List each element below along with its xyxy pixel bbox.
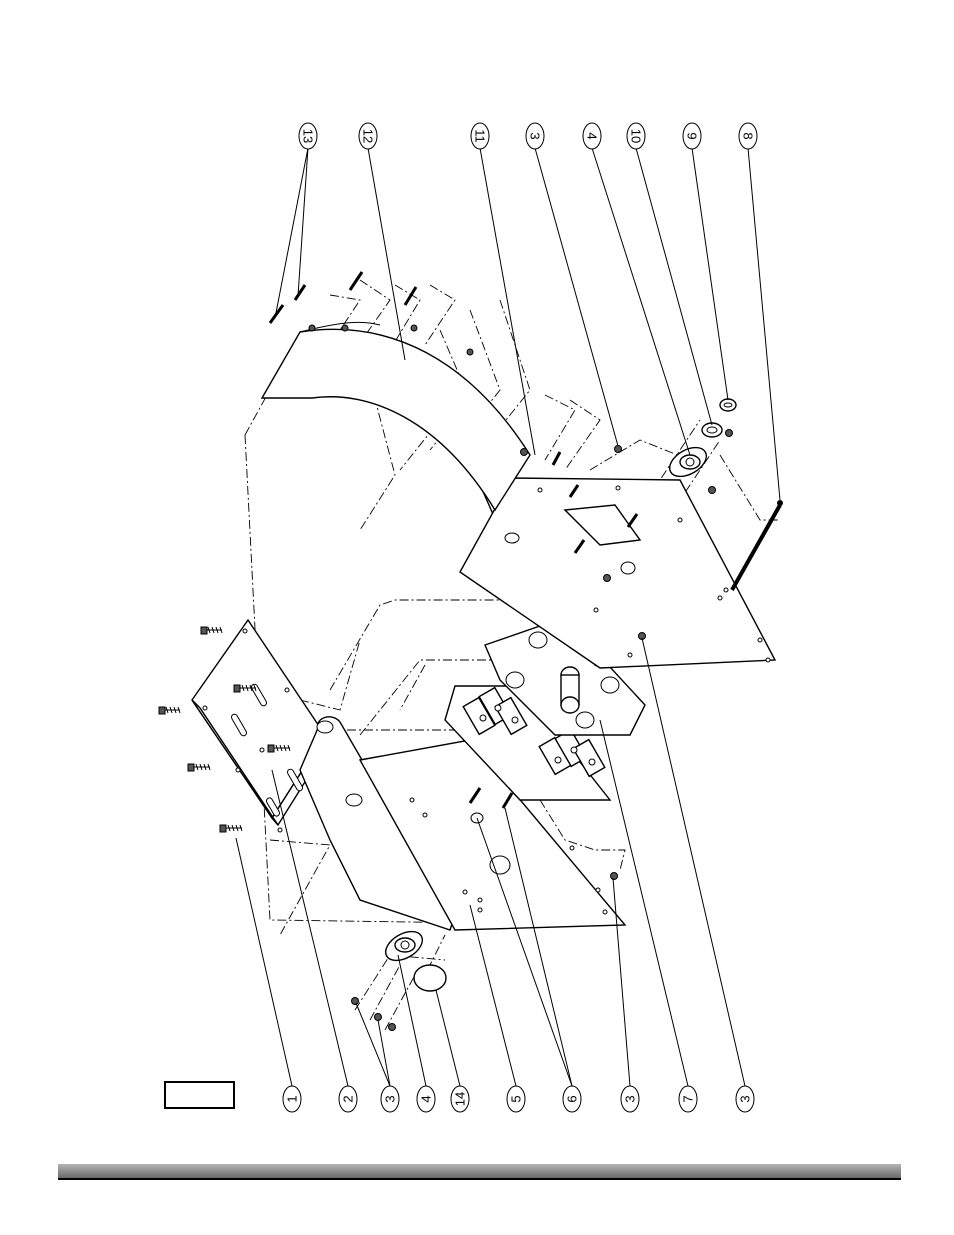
threaded-rod [732, 500, 783, 590]
callout-10: 10 [627, 123, 645, 149]
callout-3c: 3 [736, 1086, 754, 1112]
cover-disc [414, 965, 446, 991]
top-mounting-plate [192, 620, 330, 832]
callout-label: 5 [509, 1095, 524, 1102]
callout-13: 13 [299, 123, 317, 149]
curved-shield [262, 322, 530, 510]
callout-label: 12 [361, 129, 376, 143]
callout-label: 3 [528, 132, 543, 139]
callout-3b: 3 [621, 1086, 639, 1112]
callout-label: 2 [341, 1095, 356, 1102]
callout-label: 3 [738, 1095, 753, 1102]
callout-2: 2 [339, 1086, 357, 1112]
callout-label: 9 [685, 132, 700, 139]
callout-label: 7 [681, 1095, 696, 1102]
callout-7: 7 [679, 1086, 697, 1112]
bearing-left [381, 926, 428, 967]
callout-12: 12 [359, 123, 377, 149]
callout-label: 10 [629, 129, 644, 143]
callout-1: 1 [283, 1086, 301, 1112]
retaining-ring [720, 399, 736, 411]
callout-3d: 3 [526, 123, 544, 149]
callout-label: 3 [623, 1095, 638, 1102]
callout-9: 9 [683, 123, 701, 149]
callout-label: 6 [565, 1095, 580, 1102]
callout-4a: 4 [417, 1086, 435, 1112]
callout-label: 13 [301, 129, 316, 143]
callout-11: 11 [471, 123, 489, 149]
label-box [164, 1081, 235, 1109]
washer [702, 423, 722, 437]
callout-label: 4 [419, 1095, 434, 1102]
callout-14: 14 [451, 1086, 469, 1112]
callout-label: 11 [473, 129, 488, 143]
callout-4b: 4 [583, 123, 601, 149]
footer-bar [58, 1164, 901, 1180]
callout-label: 3 [383, 1095, 398, 1102]
callout-label: 1 [285, 1095, 300, 1102]
callout-label: 4 [585, 132, 600, 139]
callout-5: 5 [507, 1086, 525, 1112]
callout-6: 6 [563, 1086, 581, 1112]
callout-label: 14 [453, 1092, 468, 1106]
callout-3a: 3 [381, 1086, 399, 1112]
callout-8: 8 [739, 123, 757, 149]
callout-label: 8 [741, 132, 756, 139]
